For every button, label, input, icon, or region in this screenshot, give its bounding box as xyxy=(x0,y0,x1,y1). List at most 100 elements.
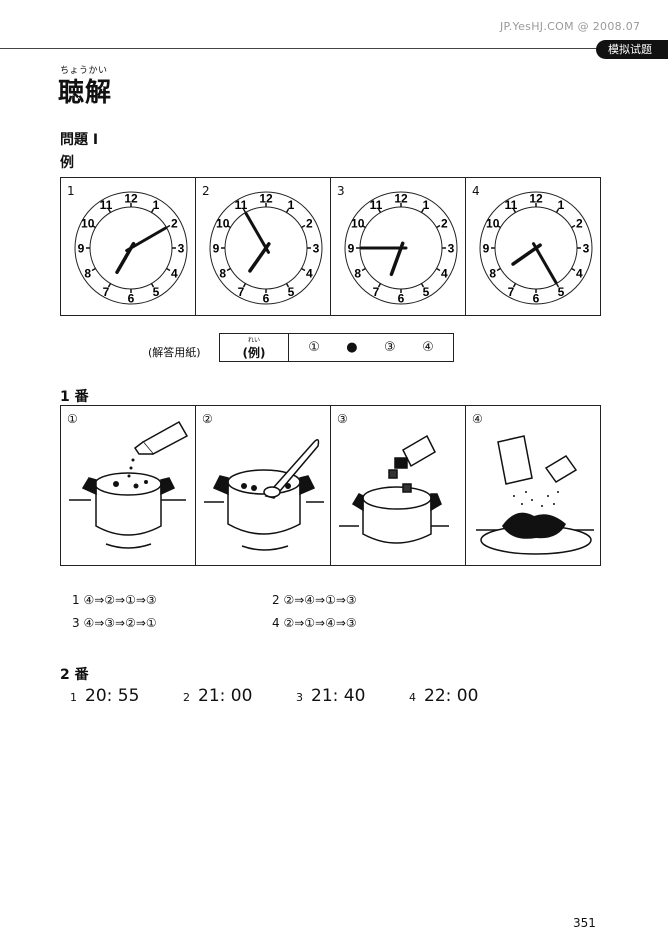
svg-text:6: 6 xyxy=(533,292,540,306)
answer-option-1[interactable]: ① xyxy=(308,340,320,355)
svg-text:5: 5 xyxy=(153,285,160,299)
clock-number: 2 xyxy=(202,184,210,198)
answer-options: ① ● ③ ④ xyxy=(289,334,453,361)
svg-text:8: 8 xyxy=(219,267,226,281)
answer-option-3[interactable]: ③ xyxy=(384,340,396,355)
choice-1[interactable]: 1 ④⇒②⇒①⇒③ xyxy=(72,593,157,607)
svg-text:5: 5 xyxy=(558,285,565,299)
mondai-heading: 問題 I xyxy=(60,132,99,148)
svg-text:7: 7 xyxy=(103,285,110,299)
svg-text:9: 9 xyxy=(78,242,85,256)
question-1-picture-panels: ① ② xyxy=(60,405,601,566)
svg-text:10: 10 xyxy=(486,217,500,231)
svg-text:3: 3 xyxy=(178,242,185,256)
pouring-bottle-into-pot-illustration xyxy=(69,420,189,549)
clock-number: 1 xyxy=(67,184,75,198)
svg-text:12: 12 xyxy=(259,192,273,206)
svg-text:6: 6 xyxy=(398,292,405,306)
picture-panel-4: ④ xyxy=(466,406,600,565)
answer-sheet-example: れい (例) xyxy=(220,334,289,361)
section-tab: 模拟试题 xyxy=(596,40,668,59)
header-rule xyxy=(0,48,610,49)
picture-panel-3: ③ xyxy=(331,406,466,565)
choice-4[interactable]: 4 ②⇒①⇒④⇒③ xyxy=(272,616,357,630)
svg-text:11: 11 xyxy=(100,198,113,212)
picture-panel-1: ① xyxy=(61,406,196,565)
page-number: 351 xyxy=(573,916,596,930)
svg-text:6: 6 xyxy=(128,292,135,306)
svg-text:6: 6 xyxy=(263,292,270,306)
svg-text:2: 2 xyxy=(171,217,178,231)
example-furigana: れい xyxy=(247,337,260,344)
svg-text:12: 12 xyxy=(529,192,543,206)
svg-text:11: 11 xyxy=(370,198,383,212)
question-1-heading: 1 番 xyxy=(60,389,89,405)
adding-cubes-into-pot-illustration xyxy=(339,434,449,544)
watermark: JP.YesHJ.COM @ 2008.07 xyxy=(500,20,641,33)
svg-text:12: 12 xyxy=(394,192,408,206)
svg-text:10: 10 xyxy=(216,217,230,231)
svg-text:9: 9 xyxy=(483,242,490,256)
svg-text:5: 5 xyxy=(423,285,430,299)
svg-text:11: 11 xyxy=(505,198,518,212)
svg-text:4: 4 xyxy=(441,267,448,281)
example-label: (例) xyxy=(242,346,266,360)
svg-text:4: 4 xyxy=(576,267,583,281)
picture-number: ④ xyxy=(472,412,483,426)
seasoning-plated-dish-illustration xyxy=(476,435,594,555)
choice-3[interactable]: 3 ④⇒③⇒②⇒① xyxy=(72,616,157,630)
svg-text:4: 4 xyxy=(171,267,178,281)
svg-text:12: 12 xyxy=(124,192,138,206)
example-heading: 例 xyxy=(60,155,74,171)
svg-text:1: 1 xyxy=(558,198,565,212)
answer-sheet: れい (例) ① ● ③ ④ xyxy=(219,333,454,362)
answer-option-4[interactable]: ④ xyxy=(422,340,434,355)
svg-text:2: 2 xyxy=(441,217,448,231)
answer-option-2-filled[interactable]: ● xyxy=(346,340,358,355)
picture-number: ③ xyxy=(337,412,348,426)
choice-2[interactable]: 2 ②⇒④⇒①⇒③ xyxy=(272,593,357,607)
answer-sheet-label: (解答用紙) xyxy=(148,346,201,359)
clock-number: 4 xyxy=(472,184,480,198)
svg-text:2: 2 xyxy=(576,217,583,231)
svg-text:7: 7 xyxy=(508,285,515,299)
svg-text:7: 7 xyxy=(373,285,380,299)
svg-text:8: 8 xyxy=(489,267,496,281)
picture-number: ② xyxy=(202,412,213,426)
svg-text:3: 3 xyxy=(583,242,590,256)
picture-panel-2: ② xyxy=(196,406,331,565)
svg-text:3: 3 xyxy=(313,242,320,256)
stirring-pot-illustration xyxy=(204,439,324,551)
title-furigana: ちょうかい xyxy=(60,66,108,76)
svg-text:10: 10 xyxy=(351,217,365,231)
svg-text:11: 11 xyxy=(235,198,248,212)
question-2-heading: 2 番 xyxy=(60,667,89,683)
svg-text:9: 9 xyxy=(348,242,355,256)
svg-text:4: 4 xyxy=(306,267,313,281)
svg-text:8: 8 xyxy=(84,267,91,281)
svg-text:7: 7 xyxy=(238,285,245,299)
svg-text:3: 3 xyxy=(448,242,455,256)
svg-text:1: 1 xyxy=(423,198,430,212)
svg-text:2: 2 xyxy=(306,217,313,231)
svg-text:1: 1 xyxy=(288,198,295,212)
svg-text:1: 1 xyxy=(153,198,160,212)
picture-number: ① xyxy=(67,412,78,426)
svg-text:9: 9 xyxy=(213,242,220,256)
svg-text:8: 8 xyxy=(354,267,361,281)
clock-number: 3 xyxy=(337,184,345,198)
page-title: 聴解 xyxy=(58,78,113,108)
